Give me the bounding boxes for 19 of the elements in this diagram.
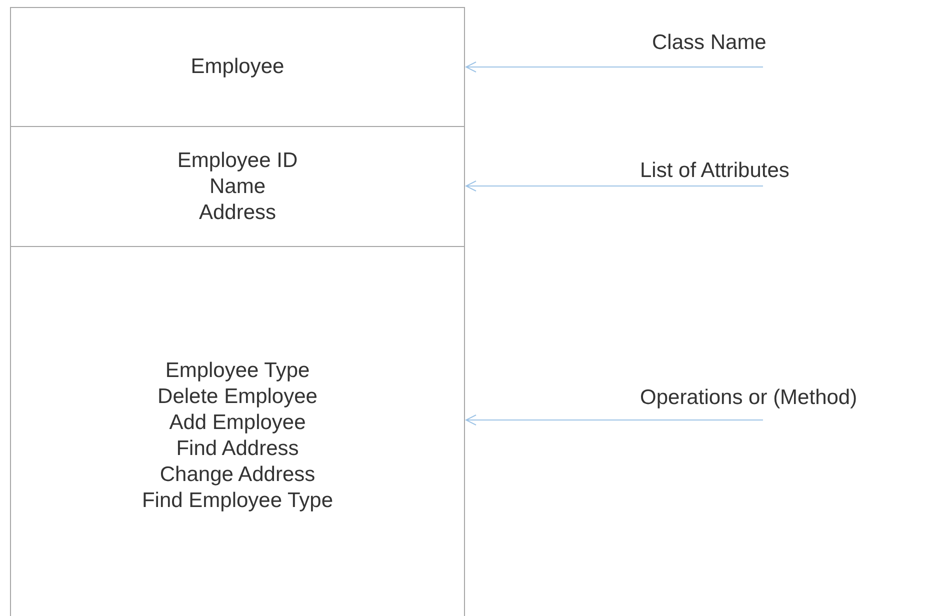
leader-arrow — [466, 180, 764, 192]
member-text: Change Address — [160, 462, 316, 488]
leader-arrow — [466, 414, 764, 426]
member-text: Employee — [190, 54, 284, 80]
member-text: Name — [209, 174, 266, 200]
class-compartment — [10, 7, 465, 127]
class-compartment — [10, 246, 465, 616]
member-text: Find Employee Type — [142, 488, 334, 514]
member-text: Delete Employee — [158, 384, 318, 410]
member-text: Employee ID — [177, 148, 298, 174]
member-text: Add Employee — [169, 410, 306, 436]
annotation-text: List of Attributes — [640, 158, 790, 184]
class-compartment — [10, 126, 465, 247]
member-text: Employee Type — [165, 358, 310, 384]
leader-arrow — [466, 62, 764, 72]
annotation-text: Class Name — [652, 30, 766, 56]
annotation-text: Operations or (Method) — [640, 385, 858, 411]
member-text: Find Address — [176, 436, 299, 462]
member-text: Address — [198, 200, 276, 226]
